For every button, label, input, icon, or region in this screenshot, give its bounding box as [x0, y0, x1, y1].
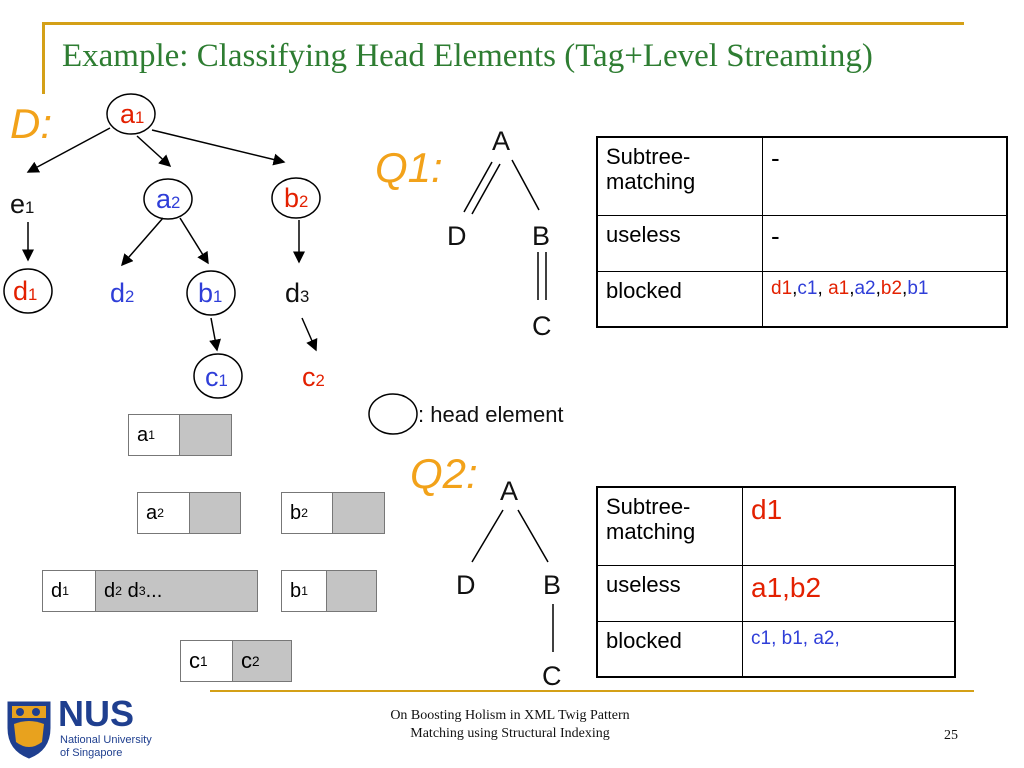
q2-classification-table: Subtree-matching d1 useless a1,b2 blocke…	[596, 486, 956, 678]
footer-line1: On Boosting Holism in XML Twig Pattern	[390, 708, 630, 723]
q1-label: Q1:	[375, 144, 443, 191]
q2-node-c: C	[542, 661, 562, 691]
q1-node-d: D	[447, 221, 467, 251]
q1-blocked-sep: ,	[849, 277, 855, 299]
q1-blocked-value: d1,c1, a1,a2,b2,b1	[762, 270, 1008, 328]
title-left-rule	[42, 22, 45, 94]
nus-logo-text: NUS	[58, 693, 135, 734]
nus-logo: NUS National University of Singapore	[4, 696, 154, 764]
q1-blocked-sep: ,	[902, 277, 908, 299]
q2-useless-label: useless	[596, 564, 743, 622]
q1-useless-label: useless	[596, 214, 763, 272]
footer-line2: Matching using Structural Indexing	[410, 726, 610, 741]
q1-node-a: A	[492, 126, 511, 156]
q1-blocked-item: a1	[828, 277, 850, 299]
q2-subtree-matching-value: d1	[742, 486, 956, 566]
q2-node-a: A	[500, 476, 519, 506]
nus-logo-line1: National University	[60, 734, 152, 746]
q1-blocked-item: d1	[771, 277, 793, 299]
node-c1: c1	[205, 362, 228, 392]
q1-subtree-matching-value: -	[762, 136, 1008, 216]
q2-node-d: D	[456, 570, 476, 600]
slide-title: Example: Classifying Head Elements (Tag+…	[62, 38, 873, 74]
q1-blocked-sep: ,	[792, 277, 798, 299]
footer-rule	[210, 690, 974, 692]
q2-useless-value: a1,b2	[742, 564, 956, 622]
q1-blocked-sep: ,	[875, 277, 881, 299]
node-b1: b1	[198, 278, 223, 308]
document-label: D:	[10, 100, 52, 147]
q1-subtree-matching-label: Subtree-matching	[596, 136, 763, 216]
q1-blocked-sep: ,	[817, 277, 829, 299]
q1-node-b: B	[532, 221, 551, 251]
node-d2: d2	[110, 278, 135, 308]
node-d1: d1	[13, 276, 38, 306]
q2-node-b: B	[543, 570, 562, 600]
head-element-circles	[3, 93, 418, 435]
page-number: 25	[944, 728, 958, 743]
q1-node-c: C	[532, 311, 552, 341]
q2-blocked-value: c1, b1, a2,	[742, 620, 956, 678]
nus-crest-icon	[7, 701, 51, 759]
node-e1: e1	[10, 189, 35, 219]
q2-blocked-label: blocked	[596, 620, 743, 678]
q2-subtree-matching-label: Subtree-matching	[596, 486, 743, 566]
q1-blocked-item: b2	[880, 277, 903, 299]
q1-useless-value: -	[762, 214, 1008, 272]
nus-logo-line2: of Singapore	[60, 747, 123, 759]
q1-blocked-item: b1	[907, 277, 929, 299]
node-c2: c2	[302, 362, 325, 392]
footer-text: On Boosting Holism in XML Twig Pattern M…	[330, 708, 690, 742]
q1-blocked-item: c1	[797, 277, 818, 299]
title-top-rule	[42, 22, 964, 25]
node-b2: b2	[284, 183, 309, 213]
q1-blocked-label: blocked	[596, 270, 763, 328]
legend-text: : head element	[418, 402, 564, 427]
q1-classification-table: Subtree-matching - useless - blocked d1,…	[596, 136, 1008, 328]
q1-blocked-item: a2	[854, 277, 876, 299]
node-a1: a1	[120, 99, 145, 129]
q2-label: Q2:	[410, 450, 478, 497]
node-d3: d3	[285, 278, 310, 308]
node-a2: a2	[156, 184, 181, 214]
